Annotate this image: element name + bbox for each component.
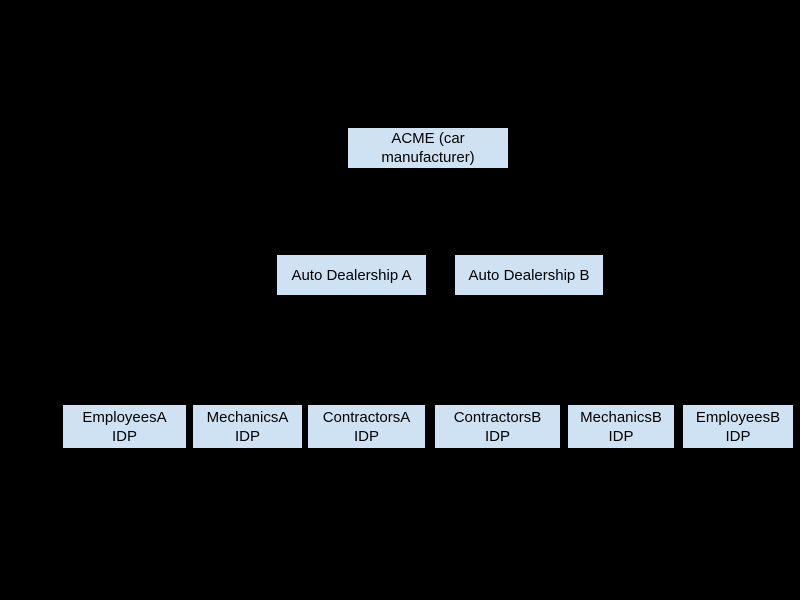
- node-employees-a-idp-line1: EmployeesA: [82, 408, 167, 426]
- node-employees-a-idp-line2: IDP: [111, 427, 137, 445]
- node-employees-b-idp-line2: IDP: [725, 427, 751, 445]
- node-auto-dealership-a-label: Auto Dealership A: [291, 266, 412, 284]
- node-mechanics-a-idp-line2: IDP: [234, 427, 260, 445]
- node-contractors-b-idp: ContractorsB IDP: [435, 405, 560, 448]
- node-contractors-a-idp-line1: ContractorsA: [322, 408, 411, 426]
- node-contractors-b-idp-line2: IDP: [484, 427, 510, 445]
- node-auto-dealership-b-label: Auto Dealership B: [468, 266, 590, 284]
- node-acme-label-line2: manufacturer): [381, 149, 475, 166]
- node-acme-label-line1: ACME (car: [391, 130, 465, 147]
- node-contractors-a-idp-line2: IDP: [353, 427, 379, 445]
- node-mechanics-a-idp-line1: MechanicsA: [206, 408, 289, 426]
- node-employees-a-idp: EmployeesA IDP: [63, 405, 186, 448]
- node-mechanics-b-idp: MechanicsB IDP: [568, 405, 674, 448]
- node-acme: ACME (car manufacturer): [348, 128, 508, 168]
- node-contractors-b-idp-line1: ContractorsB: [453, 408, 542, 426]
- node-mechanics-b-idp-line1: MechanicsB: [580, 408, 662, 426]
- node-mechanics-b-idp-line2: IDP: [608, 427, 634, 445]
- node-auto-dealership-b: Auto Dealership B: [455, 255, 603, 295]
- node-employees-b-idp-line1: EmployeesB: [695, 408, 781, 426]
- node-employees-b-idp: EmployeesB IDP: [683, 405, 793, 448]
- node-auto-dealership-a: Auto Dealership A: [277, 255, 426, 295]
- node-mechanics-a-idp: MechanicsA IDP: [193, 405, 302, 448]
- node-contractors-a-idp: ContractorsA IDP: [308, 405, 425, 448]
